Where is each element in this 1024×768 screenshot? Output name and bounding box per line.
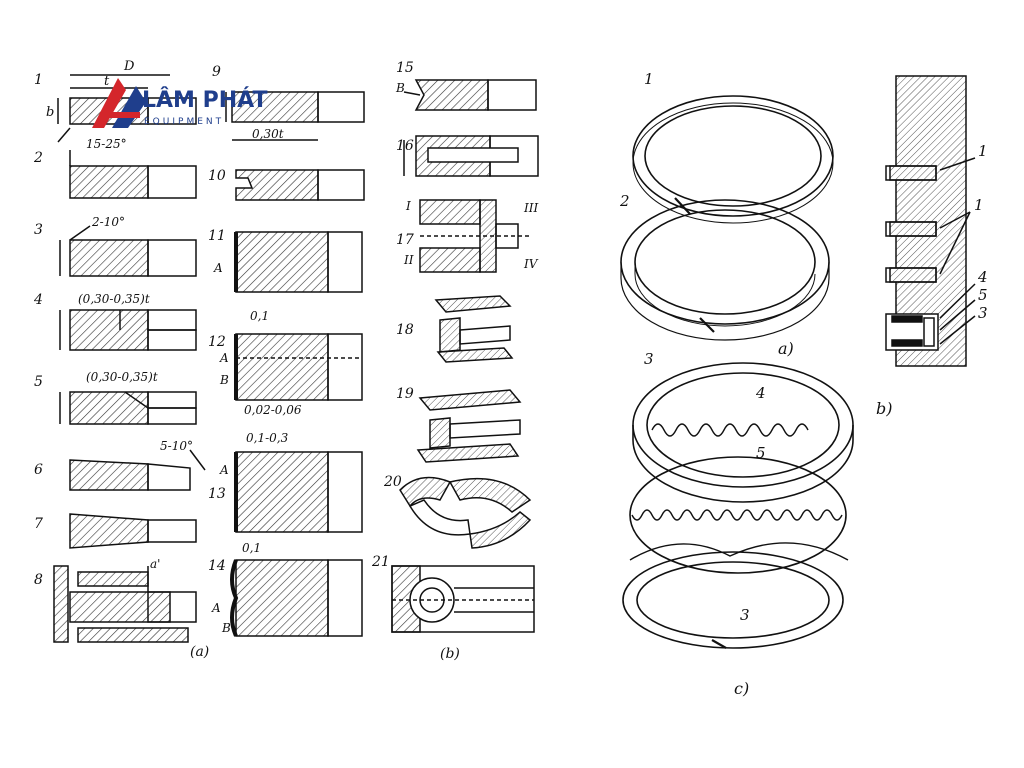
groove-section-b xyxy=(885,75,976,367)
section-8 xyxy=(53,565,197,643)
section-9 xyxy=(225,91,365,141)
ring-c-3a: 3 xyxy=(644,350,654,368)
panel-a-col2 xyxy=(225,91,365,637)
dim-5: (0,30-0,35)t xyxy=(86,370,158,384)
rings-c xyxy=(622,362,854,649)
caption-b: (b) xyxy=(440,646,460,662)
num-11: 11 xyxy=(208,228,226,244)
lbl-A-11: A xyxy=(213,261,223,275)
num-18: 18 xyxy=(396,322,414,338)
ring-a-1: 1 xyxy=(644,70,654,88)
ring-b-1a: 1 xyxy=(978,142,988,160)
section-10 xyxy=(235,169,365,201)
num-13: 13 xyxy=(208,486,226,502)
dim-t: t xyxy=(104,74,110,89)
labels: 1 2 3 4 5 6 7 8 9 10 11 12 13 14 D t b 1… xyxy=(33,59,988,698)
lbl-B-12: B xyxy=(219,373,229,387)
section-6 xyxy=(69,449,206,491)
section-16 xyxy=(403,135,539,177)
num-6: 6 xyxy=(34,462,43,478)
num-14: 14 xyxy=(208,558,226,574)
panel-a xyxy=(53,74,206,643)
section-17 xyxy=(419,199,530,273)
dim-01-14: 0,1 xyxy=(242,541,261,555)
num-16: 16 xyxy=(396,138,414,154)
dim-01-03: 0,1-0,3 xyxy=(246,431,289,445)
section-3 xyxy=(59,225,197,277)
expander-wave-lower xyxy=(631,509,843,521)
expander-wave xyxy=(651,423,809,437)
logo-brand: LÂM PHÁT xyxy=(142,87,267,113)
lbl-A-13: A xyxy=(219,463,229,477)
section-21 xyxy=(391,565,535,633)
panel-b xyxy=(391,79,539,633)
section-20 xyxy=(399,476,532,549)
section-11 xyxy=(234,231,363,293)
section-4 xyxy=(59,309,197,351)
section-12 xyxy=(234,333,363,401)
num-19: 19 xyxy=(396,386,414,402)
dim-angle-2: 15-25° xyxy=(86,137,127,151)
lbl-I: I xyxy=(405,199,411,213)
num-8: 8 xyxy=(34,572,43,588)
rings-a xyxy=(620,95,834,341)
lbl-B-14: B xyxy=(221,621,231,635)
ring-b-3: 3 xyxy=(978,304,988,322)
lbl-B-15: B xyxy=(395,81,405,95)
num-4: 4 xyxy=(33,292,43,308)
num-21: 21 xyxy=(371,554,390,570)
num-10: 10 xyxy=(208,168,226,184)
num-12: 12 xyxy=(208,334,226,350)
logo-sub: EQUIPMENT xyxy=(144,117,224,127)
section-2 xyxy=(69,150,197,199)
ring-b-1b: 1 xyxy=(974,196,984,214)
ring-c-3b: 3 xyxy=(740,606,750,624)
lbl-A-14: A xyxy=(211,601,221,615)
ring-a-2: 2 xyxy=(619,192,630,210)
dim-01-12: 0,1 xyxy=(250,309,269,323)
section-14 xyxy=(230,559,363,637)
num-5: 5 xyxy=(34,374,43,390)
ring-c-4: 4 xyxy=(755,384,766,402)
dim-angle-6: 5-10° xyxy=(160,439,193,453)
caption-right-a: a) xyxy=(778,339,794,358)
caption-right-c: c) xyxy=(734,679,749,698)
dim-b: b xyxy=(46,105,54,120)
num-17: 17 xyxy=(396,232,414,248)
section-18 xyxy=(434,295,514,363)
section-5 xyxy=(59,391,197,425)
section-15 xyxy=(403,79,537,111)
lbl-III: III xyxy=(523,201,538,215)
num-1: 1 xyxy=(34,72,43,88)
caption-right-b: b) xyxy=(876,399,892,418)
ring-b-4: 4 xyxy=(977,268,988,286)
num-9: 9 xyxy=(212,64,221,80)
dim-4: (0,30-0,35)t xyxy=(78,292,150,306)
caption-a: (a) xyxy=(190,644,209,660)
ring-c-5: 5 xyxy=(756,444,766,462)
dim-002: 0,02-0,06 xyxy=(244,403,302,417)
lbl-A-12: A xyxy=(219,351,229,365)
dim-03t: 0,30t xyxy=(252,127,284,141)
num-7: 7 xyxy=(34,516,43,532)
section-13 xyxy=(234,451,363,533)
section-7 xyxy=(69,513,197,549)
section-19 xyxy=(416,389,522,463)
num-15: 15 xyxy=(396,60,414,76)
lbl-IV: IV xyxy=(523,257,539,271)
dim-a: a' xyxy=(150,557,160,571)
brand-logo: LÂM PHÁT EQUIPMENT xyxy=(92,78,267,128)
dim-angle-3: 2-10° xyxy=(91,215,125,229)
lbl-II: II xyxy=(403,253,414,267)
num-20: 20 xyxy=(383,474,402,490)
dim-D: D xyxy=(123,59,135,74)
ring-b-5: 5 xyxy=(978,286,988,304)
num-3: 3 xyxy=(34,222,43,238)
num-2: 2 xyxy=(33,150,43,166)
